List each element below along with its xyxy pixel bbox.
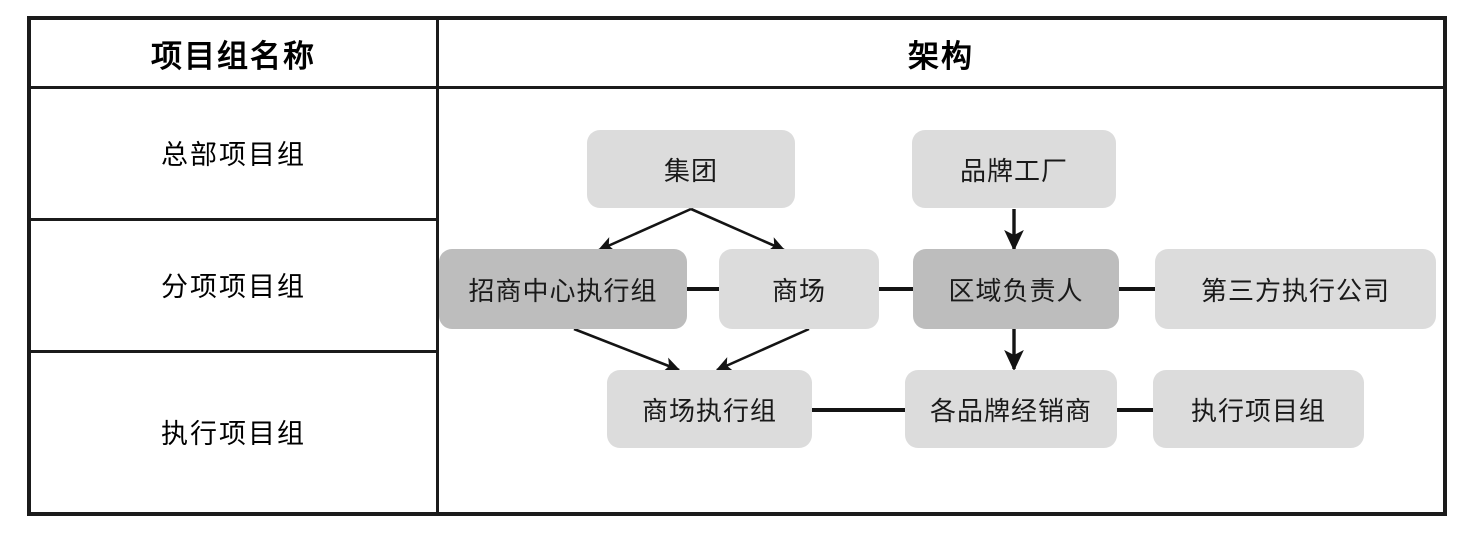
table-row-label-subproject: 分项项目组: [31, 218, 436, 350]
node-brand-dealer[interactable]: 各品牌经销商: [905, 370, 1117, 448]
node-group[interactable]: 集团: [587, 130, 795, 208]
table-row-label-headquarters: 总部项目组: [31, 86, 436, 218]
node-invest-center-label: 招商中心执行组: [468, 276, 658, 306]
line-mall-to-region-head: [879, 287, 913, 291]
arrow-group-to-invest-center: [597, 207, 692, 252]
table-row-rule-2: [31, 350, 439, 353]
node-mall-label: 商场: [771, 276, 826, 306]
line-invest-center-to-mall: [687, 287, 719, 291]
row-label-3: 执行项目组: [161, 418, 306, 449]
line-mall-exec-to-brand-dealer: [812, 408, 905, 412]
connector-arrow-layer: [573, 207, 1024, 372]
line-brand-dealer-to-exec-team: [1117, 408, 1153, 412]
table-column-divider: [436, 20, 439, 512]
table-row-rule-1: [31, 218, 439, 221]
node-mall-exec-label: 商场执行组: [641, 396, 777, 426]
node-mall-exec[interactable]: 商场执行组: [607, 370, 812, 448]
org-architecture-diagram: 集团 品牌工厂 招商中心执行组 商场 区域负责人 第三方执行公司: [439, 86, 1444, 513]
arrow-group-to-mall: [690, 207, 786, 252]
table-header-rule: [31, 86, 1443, 89]
arrow-invest-center-to-mall-exec: [573, 327, 681, 372]
line-region-head-to-third-party: [1119, 287, 1155, 291]
node-exec-team-label: 执行项目组: [1190, 396, 1326, 426]
node-third-party-label: 第三方执行公司: [1200, 276, 1390, 306]
row-label-2: 分项项目组: [161, 271, 306, 302]
structure-table: 项目组名称 总部项目组 分项项目组 执行项目组 架构: [27, 16, 1447, 516]
table-cell-architecture: 架构: [439, 20, 1443, 512]
node-invest-center[interactable]: 招商中心执行组: [439, 249, 687, 329]
node-brand-factory[interactable]: 品牌工厂: [912, 130, 1116, 208]
node-mall[interactable]: 商场: [719, 249, 879, 329]
node-brand-factory-label: 品牌工厂: [959, 156, 1068, 186]
arrow-mall-to-mall-exec: [715, 327, 810, 372]
row-label-1: 总部项目组: [161, 139, 306, 170]
node-brand-dealer-label: 各品牌经销商: [929, 396, 1092, 426]
table-header-right: 架构: [439, 20, 1443, 86]
header-left-label: 项目组名称: [151, 38, 316, 74]
table-row-label-execution: 执行项目组: [31, 350, 436, 512]
table-header-left: 项目组名称: [31, 20, 436, 86]
node-exec-team[interactable]: 执行项目组: [1153, 370, 1364, 448]
node-region-head-label: 区域负责人: [948, 276, 1084, 306]
node-third-party[interactable]: 第三方执行公司: [1155, 249, 1436, 329]
node-region-head[interactable]: 区域负责人: [913, 249, 1119, 329]
node-group-label: 集团: [663, 156, 718, 186]
header-right-label: 架构: [908, 38, 974, 74]
